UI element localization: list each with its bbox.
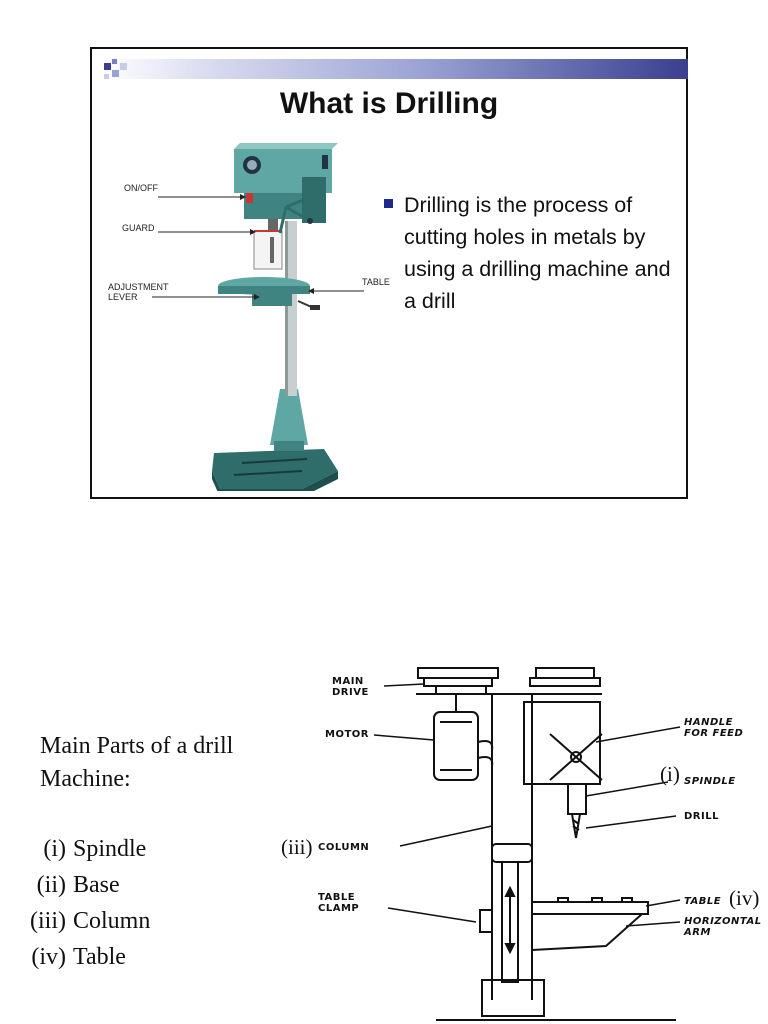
part-number: (i) [43,836,66,862]
list-item: (iv) Table [0,944,240,980]
list-item: (iii) Column [0,908,240,944]
label-guard: GUARD [122,223,155,233]
list-item: (i) Spindle [0,836,240,872]
annotation-spindle-number: (i) [660,762,680,786]
slide: What is Drilling [90,47,688,499]
drill-machine-line-diagram [373,667,681,1021]
parts-heading-line2: Machine: [40,766,131,792]
part-number: (iv) [31,944,66,970]
drill-press-illustration [152,143,364,491]
annotation-column-number: (iii) [281,835,313,859]
part-name: Column [73,908,151,934]
bullet-text: Drilling is the process of cutting holes… [404,193,671,313]
annotation-table-number: (iv) [729,886,760,910]
diagram-label-spindle: SPINDLE [684,776,736,787]
label-table: TABLE [362,277,390,287]
diagram-label-drill: DRILL [684,811,719,822]
slide-corner-decoration [104,59,127,79]
diagram-label-table-clamp: TABLE CLAMP [318,892,360,914]
label-on-off: ON/OFF [124,183,158,193]
diagram-label-handle-for-feed: HANDLE FOR FEED [684,717,744,739]
part-name: Base [73,872,120,898]
diagram-label-table: TABLE [684,896,722,907]
bullet-square-icon [384,199,393,208]
slide-header-bar [102,59,688,79]
parts-heading: Main Parts of a drill Machine: [40,730,300,796]
diagram-label-horizontal-arm: HORIZONTAL ARM [684,916,762,938]
parts-heading-line1: Main Parts of a drill [40,733,234,759]
diagram-label-column: COLUMN [318,842,370,853]
list-item: (ii) Base [0,872,240,908]
diagram-label-motor: MOTOR [325,729,369,740]
label-adjustment-lever: ADJUSTMENT LEVER [108,282,169,302]
diagram-label-main-drive: MAIN DRIVE [332,676,369,698]
bullet-point: Drilling is the process of cutting holes… [384,189,674,317]
part-name: Spindle [73,836,147,862]
part-name: Table [73,944,126,970]
part-number: (ii) [36,872,66,898]
part-number: (iii) [30,908,66,934]
slide-title: What is Drilling [279,87,499,120]
